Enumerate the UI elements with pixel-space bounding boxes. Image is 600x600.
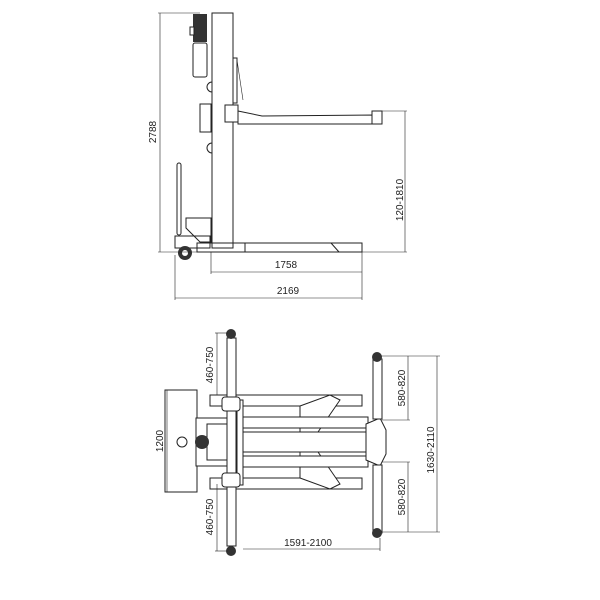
- center-beam: [242, 431, 371, 453]
- column: [211, 12, 234, 249]
- front-arms: [226, 337, 237, 547]
- motor: [193, 14, 207, 42]
- dim-base-width: 1200: [155, 429, 166, 452]
- lift-arm: [237, 110, 377, 125]
- carriage: [224, 104, 239, 123]
- dim-base-length: 1758: [275, 260, 298, 271]
- dim-total-height: 2788: [148, 120, 159, 143]
- rear-arm-lower: [372, 464, 383, 534]
- dim-rear-arm-upper: 580-820: [397, 369, 408, 406]
- top-view: 460-750 460-750 1200 580-820 580-820 163…: [155, 329, 440, 556]
- handle: [176, 162, 182, 236]
- dim-front-arm-upper: 460-750: [205, 346, 216, 383]
- dim-arm-distance: 1591-2100: [284, 538, 332, 549]
- dim-lift-height: 120-1810: [395, 178, 406, 221]
- pump: [195, 435, 209, 449]
- oil-reservoir: [192, 42, 208, 78]
- rear-arm-upper: [372, 358, 383, 420]
- side-view: 2788 120-1810 1758 2169: [148, 12, 407, 300]
- control-box: [199, 103, 212, 133]
- dim-overall-length: 2169: [277, 286, 300, 297]
- dim-front-arm-lower: 460-750: [205, 498, 216, 535]
- dim-rear-arm-lower: 580-820: [397, 478, 408, 515]
- lift-pad: [371, 110, 383, 125]
- dim-rear-span: 1630-2110: [426, 426, 437, 474]
